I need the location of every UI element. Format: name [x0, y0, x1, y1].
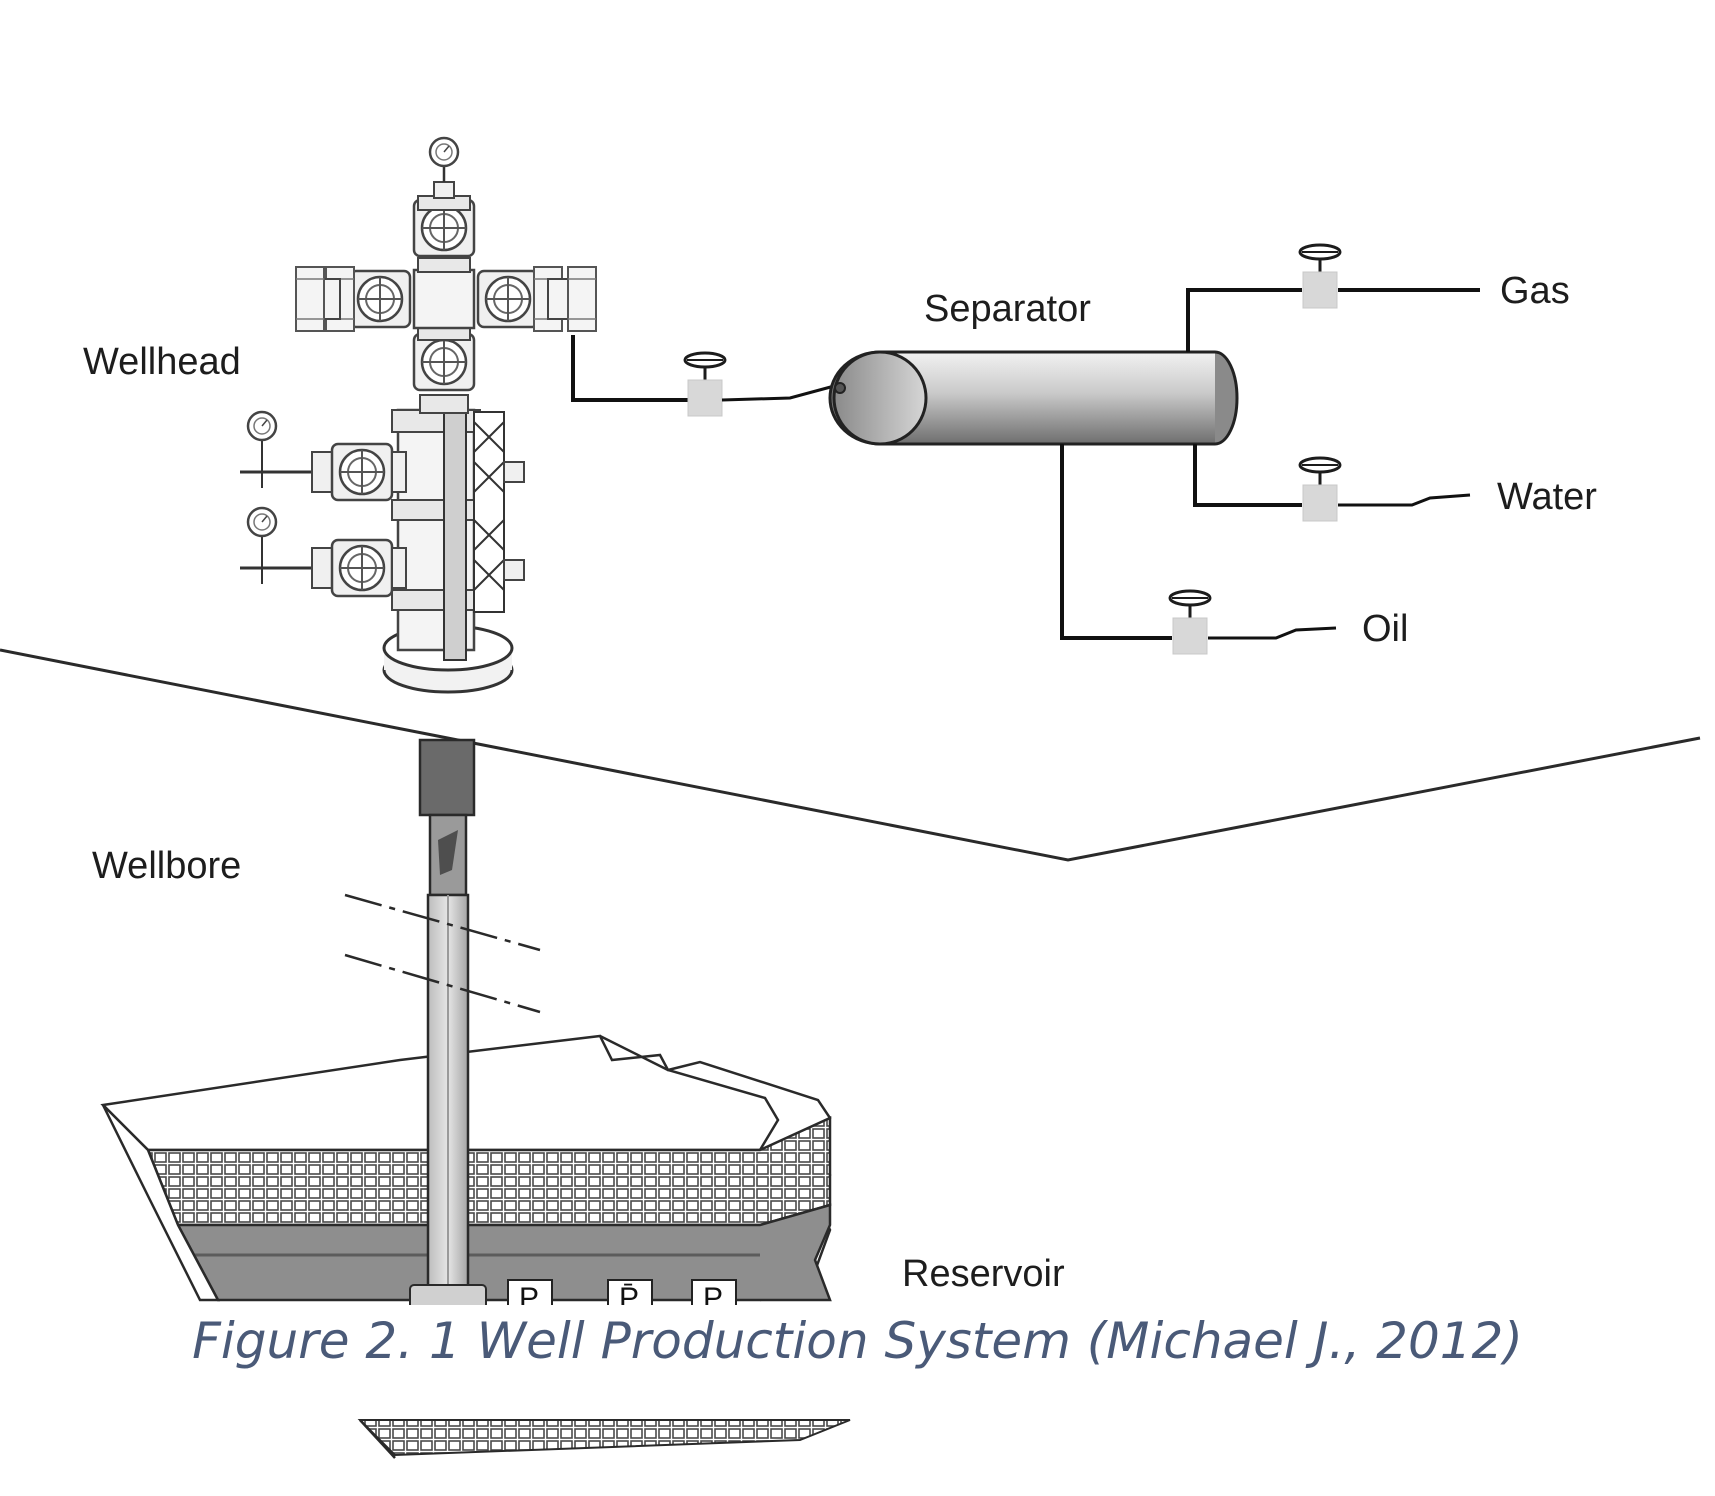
reservoir-label: Reservoir — [902, 1253, 1065, 1295]
wellhead-label: Wellhead — [83, 341, 241, 383]
wellbore-label: Wellbore — [92, 845, 242, 887]
wellhead-christmas-tree — [240, 136, 597, 694]
oil-outlet-line — [1060, 444, 1337, 656]
flowline-to-separator — [571, 335, 839, 418]
ground-surface-line — [0, 648, 1701, 862]
figure-caption: Figure 2. 1 Well Production System (Mich… — [0, 1305, 1715, 1385]
gas-label: Gas — [1500, 270, 1570, 312]
gas-outlet-line — [1186, 243, 1480, 352]
water-outlet-line — [1193, 444, 1471, 523]
oil-label: Oil — [1362, 608, 1409, 650]
water-label: Water — [1497, 476, 1597, 518]
separator-vessel — [828, 350, 1239, 446]
separator-label: Separator — [924, 288, 1091, 330]
reservoir-block: P P̄ P — [100, 1034, 851, 1459]
